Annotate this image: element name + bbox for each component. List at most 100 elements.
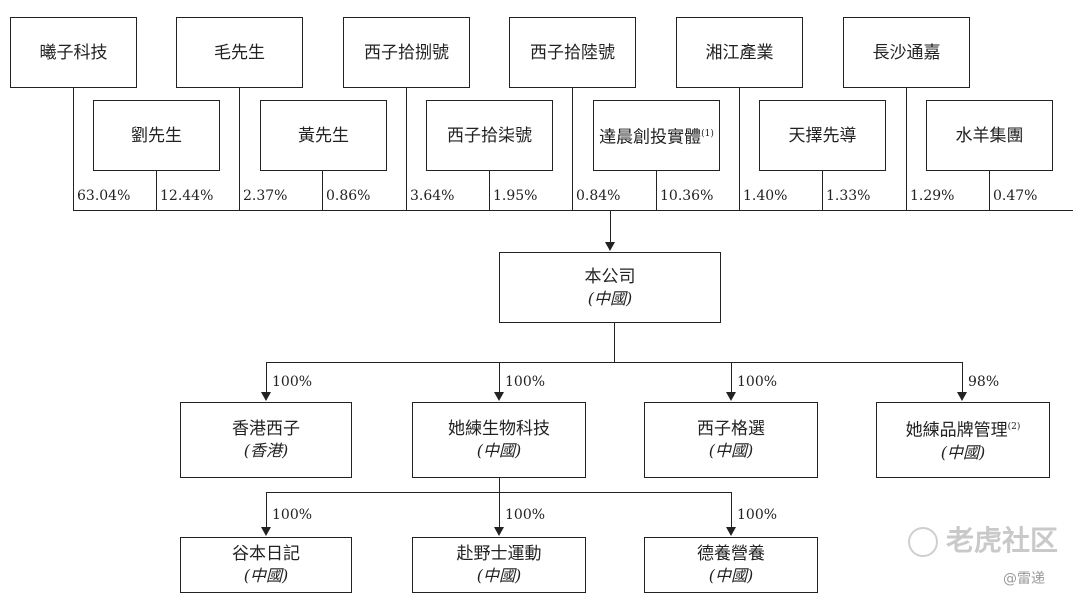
- sub-subsidiary-name: 赴野士運動: [456, 544, 542, 564]
- shareholder-box-mr-mao: 毛先生: [176, 17, 303, 88]
- footnote-marker: (1): [701, 128, 714, 139]
- connector-line: [73, 210, 1073, 211]
- ownership-percentage: 1.95%: [493, 188, 538, 204]
- shareholder-name: 長沙通嘉: [872, 42, 941, 63]
- arrow-head: [957, 392, 967, 401]
- subsidiary-name: 西子格選: [697, 419, 765, 439]
- company-name: 本公司: [584, 266, 636, 287]
- shareholder-name: 湘江產業: [705, 42, 774, 63]
- connector-line: [406, 88, 407, 211]
- subsidiary-percentage: 98%: [968, 374, 1000, 390]
- sub-subsidiary-name: 德養營養: [697, 544, 765, 564]
- subsidiary-box-xizi-gexuan: 西子格選 (中國): [644, 402, 818, 478]
- ownership-percentage: 1.33%: [826, 188, 871, 204]
- shareholder-box-mr-liu: 劉先生: [93, 100, 220, 171]
- company-box: 本公司 (中國): [499, 252, 721, 323]
- subsidiary-jurisdiction: (香港): [243, 441, 289, 460]
- ownership-percentage: 2.37%: [243, 188, 288, 204]
- arrow-head: [494, 392, 504, 401]
- shareholder-box-tianze: 天擇先導: [759, 100, 886, 171]
- shareholder-box-xizi-17: 西子拾柒號: [426, 100, 553, 171]
- ownership-percentage: 10.36%: [660, 188, 714, 204]
- subsidiary-percentage: 100%: [505, 374, 546, 390]
- connector-line: [572, 88, 573, 211]
- connector-line: [239, 88, 240, 211]
- connector-line: [656, 171, 657, 211]
- company-jurisdiction: (中國): [587, 288, 633, 308]
- connector-line: [962, 362, 963, 393]
- connector-line: [731, 492, 732, 528]
- ownership-percentage: 1.40%: [743, 188, 788, 204]
- shareholder-name: 天擇先導: [788, 125, 857, 146]
- shareholder-name: 達晨創投實體: [599, 127, 702, 148]
- sub-subsidiary-box-deyang: 德養營養 (中國): [644, 537, 818, 593]
- shareholder-name: 西子拾柒號: [447, 125, 532, 146]
- ownership-percentage: 63.04%: [77, 188, 131, 204]
- arrow-head: [494, 527, 504, 536]
- watermark-logo-icon: [908, 527, 938, 557]
- sub-subsidiary-percentage: 100%: [272, 507, 313, 523]
- sub-subsidiary-percentage: 100%: [505, 507, 546, 523]
- subsidiary-percentage: 100%: [272, 374, 313, 390]
- shareholder-name: 黃先生: [298, 125, 349, 146]
- connector-line: [73, 88, 74, 211]
- shareholder-box-xizi-16: 西子拾陸號: [509, 17, 636, 88]
- subsidiary-jurisdiction: (中國): [476, 441, 522, 460]
- ownership-percentage: 3.64%: [410, 188, 455, 204]
- connector-line: [906, 88, 907, 211]
- watermark-credit: @雷递: [1003, 571, 1045, 587]
- shareholder-name: 曦子科技: [39, 42, 108, 63]
- subsidiary-box-hk-xizi: 香港西子 (香港): [180, 402, 352, 478]
- ownership-percentage: 12.44%: [160, 188, 214, 204]
- shareholder-name: 毛先生: [214, 42, 265, 63]
- shareholder-box-xizi-tech: 曦子科技: [10, 17, 137, 88]
- subsidiary-jurisdiction: (中國): [940, 442, 986, 462]
- connector-line: [614, 323, 615, 363]
- subsidiary-name: 她練生物科技: [448, 419, 550, 439]
- ownership-percentage: 0.84%: [576, 188, 621, 204]
- sub-subsidiary-percentage: 100%: [737, 507, 778, 523]
- subsidiary-box-talian-biotech: 她練生物科技 (中國): [412, 402, 586, 478]
- shareholder-box-xiangjiang: 湘江產業: [676, 17, 803, 88]
- shareholder-box-yoyo-group: 水羊集團: [926, 100, 1053, 171]
- shareholder-name: 西子拾陸號: [530, 42, 615, 63]
- connector-line: [610, 210, 611, 243]
- arrow-head: [605, 242, 615, 251]
- sub-subsidiary-name: 谷本日記: [232, 544, 300, 564]
- connector-line: [739, 88, 740, 211]
- sub-subsidiary-jurisdiction: (中國): [476, 566, 522, 585]
- subsidiary-jurisdiction: (中國): [708, 441, 754, 460]
- subsidiary-percentage: 100%: [737, 374, 778, 390]
- connector-line: [266, 362, 963, 363]
- shareholder-name: 劉先生: [131, 125, 182, 146]
- connector-line: [499, 478, 500, 493]
- arrow-head: [261, 392, 271, 401]
- shareholder-name: 西子拾捌號: [364, 42, 449, 63]
- arrow-head: [261, 527, 271, 536]
- shareholder-box-fortune-capital: 達晨創投實體(1): [593, 100, 720, 171]
- ownership-percentage: 0.86%: [326, 188, 371, 204]
- sub-subsidiary-jurisdiction: (中國): [708, 566, 754, 585]
- arrow-head: [726, 527, 736, 536]
- connector-line: [266, 362, 267, 393]
- sub-subsidiary-jurisdiction: (中國): [243, 566, 289, 585]
- shareholder-box-xizi-18: 西子拾捌號: [343, 17, 470, 88]
- subsidiary-name: 她練品牌管理: [905, 420, 1008, 441]
- shareholder-box-mr-huang: 黃先生: [260, 100, 387, 171]
- ownership-percentage: 1.29%: [910, 188, 955, 204]
- sub-subsidiary-box-guben: 谷本日記 (中國): [180, 537, 352, 593]
- connector-line: [156, 171, 157, 211]
- ownership-percentage: 0.47%: [993, 188, 1038, 204]
- connector-line: [499, 492, 500, 528]
- sub-subsidiary-box-fuyeshi: 赴野士運動 (中國): [412, 537, 586, 593]
- connector-line: [731, 362, 732, 393]
- watermark-text: 老虎社区: [946, 524, 1059, 557]
- connector-line: [989, 171, 990, 211]
- connector-line: [322, 171, 323, 211]
- connector-line: [489, 171, 490, 211]
- connector-line: [499, 362, 500, 393]
- shareholder-box-changsha-tongjia: 長沙通嘉: [843, 17, 970, 88]
- subsidiary-box-talian-brand: 她練品牌管理(2) (中國): [876, 402, 1050, 478]
- connector-line: [266, 492, 267, 528]
- subsidiary-name: 香港西子: [232, 419, 300, 439]
